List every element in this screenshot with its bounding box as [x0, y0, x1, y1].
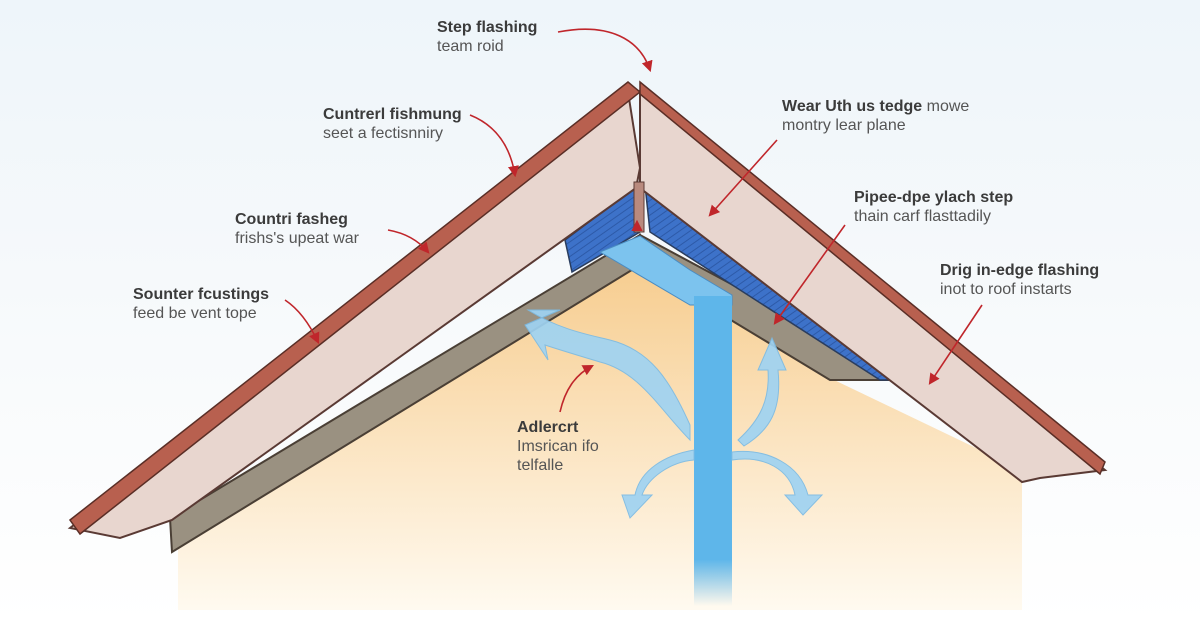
right-roof-tiles	[639, 80, 1106, 476]
gable-wall	[178, 235, 1022, 610]
label-step-flashing: Step flashing team roid	[437, 18, 537, 56]
callout-arrow-sounter	[284, 299, 320, 345]
label-title: Cuntrerl fishmung	[323, 106, 462, 123]
callout-arrow-drig	[928, 304, 983, 385]
label-subtitle: team roid	[437, 38, 504, 56]
vent-pipe	[694, 296, 732, 606]
label-title: Pipee-dpe ylach step	[854, 189, 1014, 206]
label-subtitle: thain carf flasttadily	[854, 208, 991, 226]
callout-arrows	[284, 28, 983, 413]
label-subtitle-2: telfalle	[517, 457, 564, 475]
label-title: Countri fasheg	[235, 211, 348, 228]
airflow-arrow-down-right	[731, 450, 824, 516]
label-subtitle: Imsrican ifo	[517, 438, 599, 456]
callout-arrow-pipee	[773, 224, 846, 325]
airflow-arrow-inlet	[524, 309, 691, 442]
airflow-arrow-down-left	[621, 449, 695, 519]
callout-arrow-countri	[387, 229, 430, 254]
callout-arrow-adlercrt	[559, 364, 594, 413]
label-subtitle: inot to roof instarts	[940, 281, 1072, 299]
label-title: Wear Uth us tedge	[782, 98, 923, 115]
callout-arrow-wear-uth	[708, 139, 778, 217]
label-title: Sounter fcustings	[133, 286, 270, 303]
airflow-arrows	[524, 309, 824, 519]
label-subtitle: feed be vent tope	[133, 305, 257, 323]
label-title: Drig in-edge flashing	[940, 262, 1100, 279]
label-subtitle: montry lear plane	[782, 117, 906, 135]
label-adlercrt: Adlercrt Imsrican ifo telfalle	[517, 418, 599, 476]
label-pipee-dpe: Pipee-dpe ylach step thain carf flasttad…	[854, 188, 1013, 226]
label-subtitle: seet a fectisnniry	[323, 125, 444, 143]
label-cuntrerl-fishmung: Cuntrerl fishmung seet a fectisnniry	[323, 105, 462, 143]
label-wear-uth: Wear Uth us tedge mowe montry lear plane	[782, 97, 969, 135]
label-subtitle: frishs's upeat war	[235, 230, 359, 248]
label-title: Step flashing	[437, 19, 538, 36]
pipe-brick-cap	[598, 235, 733, 306]
callout-arrow-step-flashing	[557, 28, 653, 73]
label-sounter-fcustings: Sounter fcustings feed be vent tope	[133, 285, 269, 323]
callout-arrow-cuntrerl	[469, 114, 520, 178]
ridge-vent-stack	[633, 181, 645, 233]
label-drig-in-edge: Drig in-edge flashing inot to roof insta…	[940, 261, 1099, 299]
airflow-arrow-up-right	[737, 336, 787, 447]
label-countri-fasheg: Countri fasheg frishs's upeat war	[235, 210, 359, 248]
label-title: Adlercrt	[517, 419, 579, 436]
label-title-extra: mowe	[926, 98, 970, 115]
